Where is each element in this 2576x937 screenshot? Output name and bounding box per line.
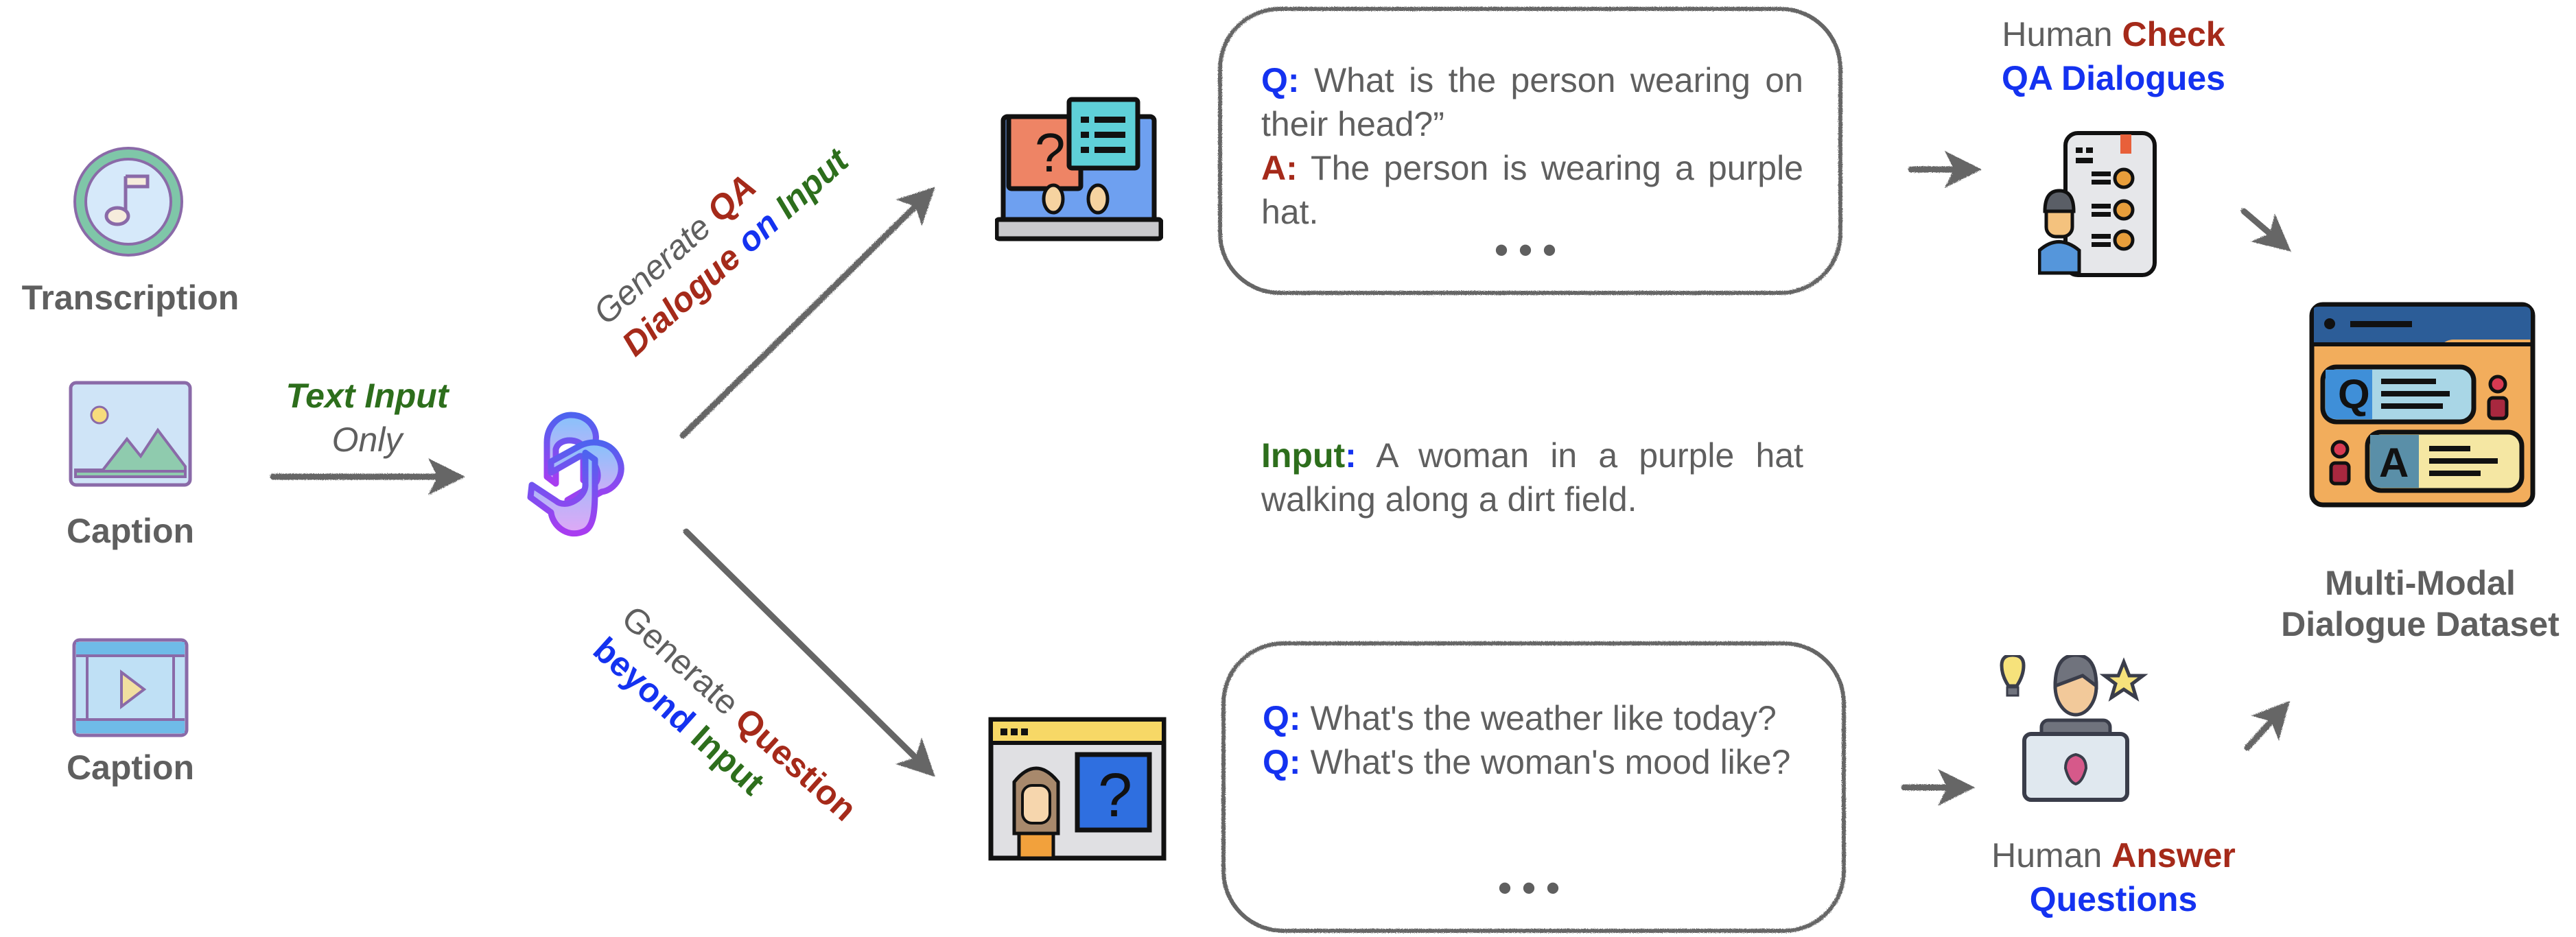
human-answer-label: Human Answer Questions xyxy=(1949,833,2278,921)
input-label: Input xyxy=(1261,436,1346,475)
a-text: The person is wearing a purple hat. xyxy=(1261,149,1803,231)
upper-a-line: A: The person is wearing a purple hat. xyxy=(1261,146,1803,234)
svg-text:?: ? xyxy=(1035,122,1066,183)
q2-label: Q: xyxy=(1263,743,1301,781)
image-landscape-icon xyxy=(69,381,192,487)
answer-word: Answer xyxy=(2111,836,2236,875)
qa-chat-laptop-icon: ? xyxy=(994,96,1164,244)
input-label-caption-image: Caption xyxy=(66,512,195,550)
input-label-caption-video: Caption xyxy=(66,748,195,787)
q-text: What is the person wearing on their head… xyxy=(1261,61,1803,143)
lower-q1-line: Q: What's the weather like today? xyxy=(1263,696,1805,740)
upper-dialogue-text: Q: What is the person wearing on their h… xyxy=(1261,58,1803,234)
q-label: Q: xyxy=(1261,61,1300,99)
text-input-label: Text Input xyxy=(285,377,449,415)
svg-text:?: ? xyxy=(1098,761,1132,830)
input-colon: : xyxy=(1345,436,1357,475)
arrow-lower-branch xyxy=(683,528,935,777)
svg-text:A: A xyxy=(2379,440,2409,486)
human-check-prefix: Human xyxy=(2002,15,2113,54)
dialogue-dataset-icon: Q A xyxy=(2309,302,2536,508)
input-label-transcription: Transcription xyxy=(21,278,239,317)
upper-dialogue-box xyxy=(1218,7,1842,295)
q1-text: What's the weather like today? xyxy=(1310,699,1777,737)
woman-question-icon: ? xyxy=(988,717,1167,861)
svg-text:Q: Q xyxy=(2338,371,2370,417)
output-line2: Dialogue Dataset xyxy=(2281,605,2560,643)
lower-q2-line: Q: What's the woman's mood like? xyxy=(1263,740,1805,784)
human-answer-prefix: Human xyxy=(1991,836,2103,875)
input-sentence: A woman in a purple hat walking along a … xyxy=(1261,436,1803,519)
music-note-icon xyxy=(72,145,185,259)
questions-word: Questions xyxy=(2029,880,2198,918)
lower-dialogue-box xyxy=(1221,641,1846,933)
output-label: Multi-Modal Dialogue Dataset xyxy=(2264,562,2576,645)
checklist-person-icon xyxy=(2037,130,2186,278)
lower-ellipsis: ••• xyxy=(1497,865,1570,911)
arrow-check-to-dataset xyxy=(2240,208,2291,252)
upper-ellipsis: ••• xyxy=(1494,227,1567,273)
lower-dialogue-text: Q: What's the weather like today? Q: Wha… xyxy=(1263,696,1805,784)
openai-logo-icon xyxy=(504,408,638,542)
video-film-icon xyxy=(72,638,189,737)
check-word: Check xyxy=(2122,15,2225,54)
answering-person-icon xyxy=(1987,653,2165,803)
output-line1: Multi-Modal xyxy=(2325,564,2516,602)
arrow-upper-branch xyxy=(679,187,935,439)
input-caption-text: Input: A woman in a purple hat walking a… xyxy=(1261,434,1803,521)
q1-label: Q: xyxy=(1263,699,1301,737)
upper-q-line: Q: What is the person wearing on their h… xyxy=(1261,58,1803,146)
q2-text: What's the woman's mood like? xyxy=(1310,743,1791,781)
text-input-only-label: Text Input Only xyxy=(271,374,463,462)
only-label: Only xyxy=(331,420,403,459)
qa-dialogues-word: QA Dialogues xyxy=(2002,59,2225,97)
human-check-label: Human Check QA Dialogues xyxy=(1949,12,2278,100)
a-label: A: xyxy=(1261,149,1298,187)
arrow-answer-to-dataset xyxy=(2244,700,2291,751)
